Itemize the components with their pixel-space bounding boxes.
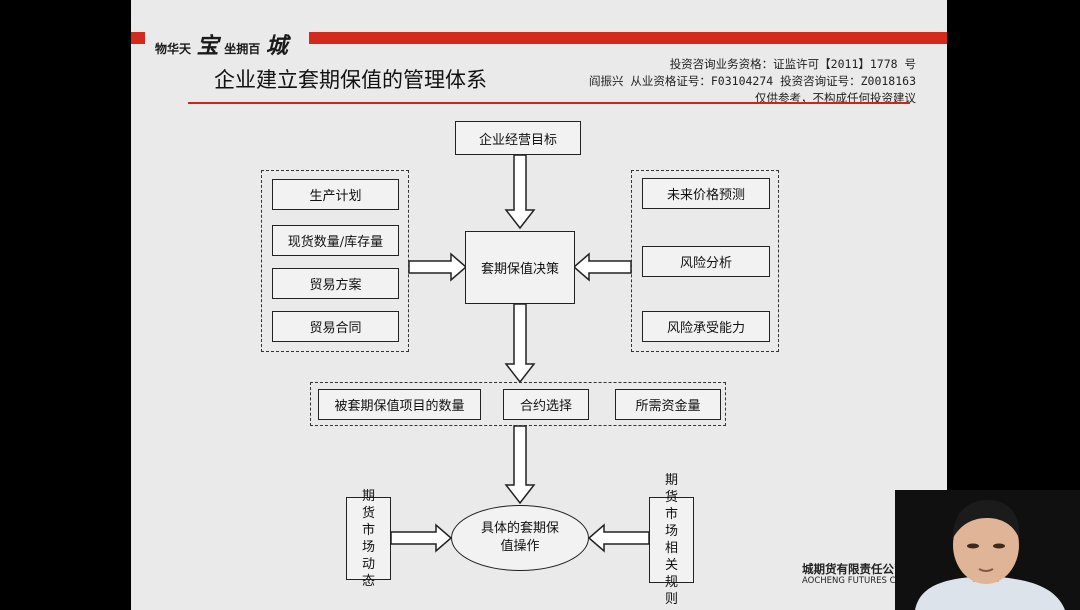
middle-param-1: 被套期保值项目的数量 xyxy=(318,389,481,420)
presenter-webcam xyxy=(895,490,1080,610)
market-dynamics-box: 期货市场动态 xyxy=(346,489,391,589)
slide-title: 企业建立套期保值的管理体系 xyxy=(214,68,487,92)
arrow-left-to-decision xyxy=(408,252,468,282)
logo-text-right: 坐拥百 xyxy=(224,42,261,56)
market-dynamics-label: 期货市场动态 xyxy=(361,488,375,589)
left-factor-4: 贸易合同 xyxy=(272,311,399,342)
header-red-bar-right xyxy=(309,32,947,44)
qualification-line: 投资咨询业务资格：证监许可【2011】1778 号 xyxy=(669,57,916,71)
market-rules-box: 期货市场相关规则 xyxy=(649,473,694,607)
company-name-cn: 城期货有限责任公司 xyxy=(802,562,906,576)
arrow-decision-to-middle xyxy=(504,303,536,384)
decision-box: 套期保值决策 xyxy=(465,231,575,304)
goal-box: 企业经营目标 xyxy=(455,121,581,155)
disclaimer-line: 仅供参考，不构成任何投资建议 xyxy=(755,91,916,105)
market-rules-label: 期货市场相关规则 xyxy=(664,473,678,607)
left-factor-1: 生产计划 xyxy=(272,179,399,210)
arrow-dynamics-to-operation xyxy=(390,523,453,553)
arrow-right-to-decision xyxy=(572,252,632,282)
middle-params-group xyxy=(310,382,726,426)
header-red-bar-left xyxy=(131,32,145,44)
company-name-en: AOCHENG FUTURES CO.,LTD. xyxy=(802,576,926,586)
middle-param-3: 所需资金量 xyxy=(615,389,721,420)
analyst-line: 阎振兴 从业资格证号：F03104274 投资咨询证号：Z0018163 xyxy=(588,74,916,88)
left-factor-2: 现货数量/库存量 xyxy=(272,225,399,256)
right-factor-2: 风险分析 xyxy=(642,246,770,277)
brand-logo: 物华天 宝 坐拥百 城 xyxy=(155,28,288,60)
left-factor-3: 贸易方案 xyxy=(272,268,399,299)
right-factor-3: 风险承受能力 xyxy=(642,311,770,342)
flow-arrows xyxy=(390,154,650,553)
operation-label: 具体的套期保值操作 xyxy=(480,521,559,554)
arrow-goal-to-decision xyxy=(504,154,536,230)
right-factor-1: 未来价格预测 xyxy=(642,178,770,209)
title-underline xyxy=(188,102,910,104)
arrow-rules-to-operation xyxy=(587,523,650,553)
arrow-middle-to-operation xyxy=(504,425,536,505)
logo-mark: 宝 xyxy=(196,33,219,59)
left-factors-group xyxy=(261,170,409,352)
middle-param-2: 合约选择 xyxy=(503,389,589,420)
logo-text-left: 物华天 xyxy=(155,42,192,56)
operation-ellipse: 具体的套期保值操作 xyxy=(451,505,589,571)
presentation-slide: 物华天 宝 坐拥百 城 企业建立套期保值的管理体系 投资咨询业务资格：证监许可【… xyxy=(131,0,947,610)
logo-tail: 城 xyxy=(265,33,288,59)
right-factors-group xyxy=(631,170,779,352)
